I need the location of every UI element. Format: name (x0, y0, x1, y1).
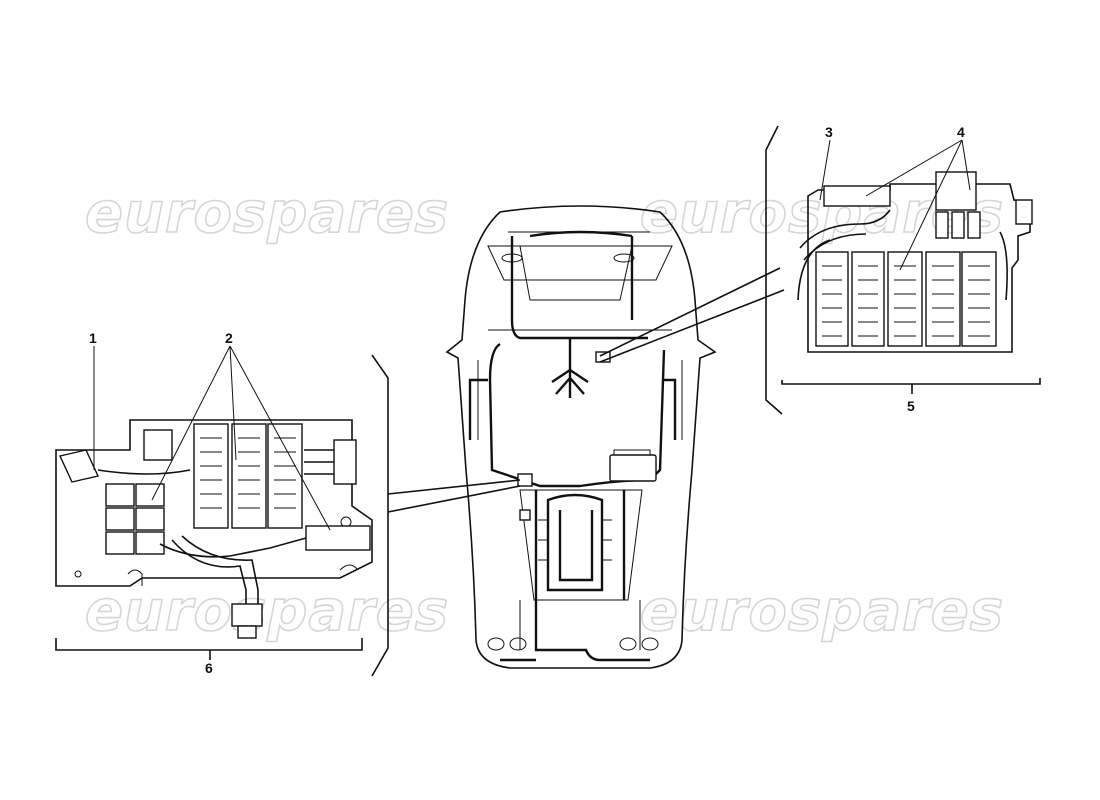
watermark-bottom-left: eurospares (85, 579, 449, 644)
callout-6: 6 (205, 660, 213, 676)
callout-2: 2 (225, 330, 233, 346)
callout-leaders (93, 139, 971, 531)
watermark-top-left: eurospares (85, 181, 449, 246)
watermarks: eurospares eurospares eurospares eurospa… (84, 180, 1004, 645)
car-top-view-icon (445, 205, 717, 669)
callout-4: 4 (957, 124, 965, 140)
callout-1: 1 (89, 330, 97, 346)
callout-3: 3 (825, 124, 833, 140)
right-fuse-relay-box (765, 125, 1041, 415)
watermark-bottom-right: eurospares (640, 579, 1004, 644)
callout-numbers: 1 2 3 4 5 6 (89, 124, 965, 676)
callout-5: 5 (907, 398, 915, 414)
leader-lines (387, 267, 785, 513)
